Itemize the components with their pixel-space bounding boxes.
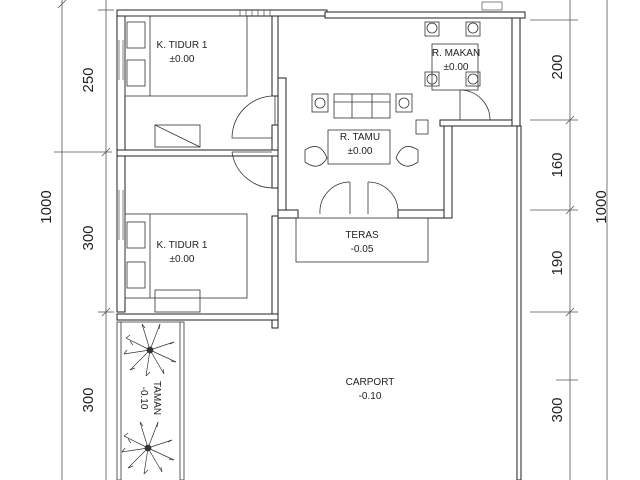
living-furniture bbox=[304, 93, 429, 167]
right-total-dimension: 1000 bbox=[593, 190, 610, 223]
wardrobe-2 bbox=[154, 289, 201, 313]
bed-2 bbox=[124, 213, 248, 299]
left-wall-windows bbox=[118, 40, 124, 240]
garden-name: TAMAN bbox=[151, 381, 162, 415]
living-level: ±0.00 bbox=[348, 146, 373, 157]
left-dimension-1: 250 bbox=[80, 67, 97, 92]
top-wall-detail bbox=[239, 1, 503, 16]
dining-level: ±0.00 bbox=[444, 62, 469, 73]
bedroom-2-name: K. TIDUR 1 bbox=[157, 240, 208, 251]
terrace-name: TERAS bbox=[345, 230, 379, 241]
coffee-table bbox=[327, 129, 391, 165]
carport-level: -0.10 bbox=[359, 391, 382, 402]
bedroom-2-furniture bbox=[124, 213, 248, 313]
sofa bbox=[333, 93, 391, 119]
carport-name: CARPORT bbox=[346, 377, 395, 388]
left-total-dimension: 1000 bbox=[38, 190, 55, 223]
wardrobe-1 bbox=[154, 124, 201, 148]
walls bbox=[116, 9, 526, 480]
bedroom-2-level: ±0.00 bbox=[170, 254, 195, 265]
terrace-level: -0.05 bbox=[351, 244, 374, 255]
dining-table bbox=[431, 43, 479, 91]
right-dimension-2: 160 bbox=[549, 152, 566, 177]
living-name: R. TAMU bbox=[340, 132, 380, 143]
bed-1 bbox=[124, 15, 248, 97]
bedroom-1-level: ±0.00 bbox=[170, 54, 195, 65]
right-dimension-3: 190 bbox=[549, 250, 566, 275]
terrace-area bbox=[295, 217, 429, 263]
right-dimension-4: 300 bbox=[549, 397, 566, 422]
dining-furniture bbox=[424, 21, 481, 91]
garden-level: -0.10 bbox=[138, 387, 149, 410]
bedroom-1-name: K. TIDUR 1 bbox=[157, 40, 208, 51]
dining-name: R. MAKAN bbox=[432, 48, 480, 59]
palm-tree-bottom bbox=[121, 421, 175, 475]
left-dimension-3: 300 bbox=[80, 387, 97, 412]
right-dimension-lines bbox=[530, 0, 608, 480]
palm-tree-top bbox=[123, 323, 177, 377]
bedroom-1-furniture bbox=[124, 15, 248, 148]
door-swings bbox=[231, 89, 491, 215]
garden-area bbox=[116, 321, 185, 480]
left-dimension-lines bbox=[54, 0, 114, 480]
left-dimension-2: 300 bbox=[80, 225, 97, 250]
right-dimension-1: 200 bbox=[549, 54, 566, 79]
